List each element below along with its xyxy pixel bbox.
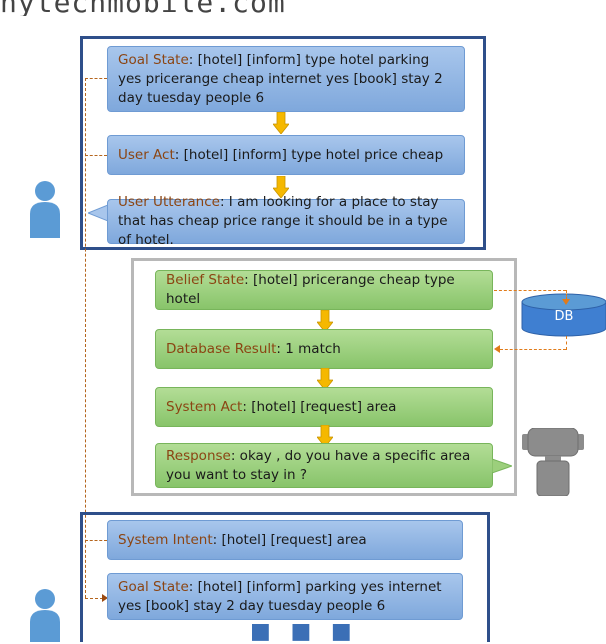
goal-state-label: Goal State: [118, 51, 189, 68]
dashed-connector-goal: [85, 78, 107, 79]
goal-state-box: Goal State: [hotel] [inform] type hotel …: [107, 46, 465, 112]
database-result-box: Database Result: 1 match: [155, 329, 493, 369]
arrowhead-icon: [562, 299, 570, 305]
system-act-box: System Act: [hotel] [request] area: [155, 387, 493, 427]
dashed-connector-vertical: [85, 78, 86, 598]
user-act-text: : [hotel] [inform] type hotel price chea…: [174, 146, 444, 163]
belief-to-db-connector-down: [566, 290, 567, 300]
dashed-connector-system-intent: [85, 540, 107, 541]
response-text: : okay , do you have a specific area you…: [166, 447, 471, 483]
db-to-result-connector-down: [566, 336, 567, 350]
belief-state-label: Belief State: [166, 272, 245, 288]
arrowhead-icon: [494, 345, 500, 353]
database-result-label: Database Result: [166, 340, 277, 357]
belief-to-db-connector: [494, 290, 566, 291]
user-simulator-panel-top: [80, 36, 486, 250]
continuation-ellipsis: ■ ■ ■: [250, 619, 358, 644]
goal-state-bottom-label: Goal State: [118, 578, 189, 595]
user-utterance-label: User Utterance: [118, 194, 220, 210]
arrowhead-icon: [102, 594, 108, 602]
user-utterance-box: User Utterance: I am looking for a place…: [107, 194, 465, 248]
database-label: DB: [554, 309, 574, 324]
robot-icon: [522, 428, 584, 496]
user-utterance-text: : I am looking for a place to stay that …: [118, 194, 448, 248]
system-intent-box: System Intent: [hotel] [request] area: [107, 520, 463, 560]
speech-tail-icon: [88, 204, 108, 222]
user-act-box: User Act: [hotel] [inform] type hotel pr…: [107, 135, 465, 175]
dashed-connector-user-act: [85, 155, 107, 156]
down-arrow-icon: [317, 368, 333, 390]
belief-state-text: : [hotel] pricerange cheap type hotel: [166, 272, 455, 307]
dashed-connector-goal-bottom: [85, 598, 103, 599]
speech-tail-icon: [492, 458, 512, 474]
system-act-text: : [hotel] [request] area: [242, 398, 397, 415]
database-result-text: : 1 match: [276, 340, 341, 357]
system-act-label: System Act: [166, 398, 243, 415]
belief-state-box: Belief State: [hotel] pricerange cheap t…: [155, 270, 493, 310]
down-arrow-icon: [273, 112, 289, 134]
user-act-label: User Act: [118, 146, 175, 163]
down-arrow-icon: [273, 176, 289, 198]
system-intent-text: : [hotel] [request] area: [212, 531, 367, 548]
db-to-result-connector: [500, 349, 566, 350]
user-icon: [30, 589, 60, 642]
system-intent-label: System Intent: [118, 531, 213, 548]
user-simulator-panel-bottom: [80, 512, 490, 642]
goal-state-bottom-text: : [hotel] [inform] parking yes internet …: [118, 578, 442, 614]
goal-state-box-bottom: Goal State: [hotel] [inform] parking yes…: [107, 573, 463, 620]
response-label: Response: [166, 447, 231, 464]
response-box: Response: okay , do you have a specific …: [155, 443, 493, 488]
system-panel: [131, 258, 517, 496]
header-url-fragment: nytechmobile.com: [0, 0, 606, 16]
database-icon: [521, 293, 606, 337]
down-arrow-icon: [317, 425, 333, 447]
user-icon: [30, 181, 60, 238]
down-arrow-icon: [317, 310, 333, 332]
goal-state-text: : [hotel] [inform] type hotel parking ye…: [118, 51, 443, 106]
